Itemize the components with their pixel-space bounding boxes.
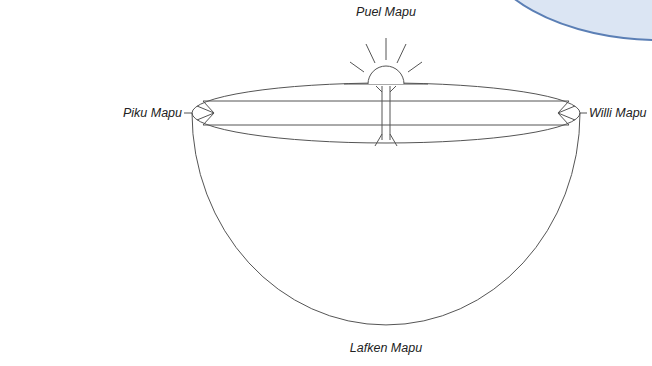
band-end xyxy=(558,101,575,125)
realm-label: Piku Mapu xyxy=(123,106,182,121)
sun-ray xyxy=(366,44,375,63)
corner-shape xyxy=(480,0,652,40)
pillar-line xyxy=(382,86,383,140)
pillar-flare xyxy=(375,86,397,146)
sun-ray xyxy=(386,38,387,60)
leader-line xyxy=(580,113,587,114)
pillar-line xyxy=(390,86,391,140)
sun xyxy=(368,66,404,84)
band-line xyxy=(203,101,569,102)
realm-label: Willi Mapu xyxy=(589,106,647,121)
sun-ray xyxy=(350,62,364,72)
band-end xyxy=(197,101,214,125)
hemisphere-bowl xyxy=(192,113,580,325)
band-line xyxy=(203,125,569,126)
earth-disc xyxy=(192,83,580,143)
realm-label: Puel Mapu xyxy=(356,5,416,20)
realm-label: Lafken Mapu xyxy=(350,341,422,356)
sun-ray xyxy=(397,44,406,63)
leader-line xyxy=(184,113,192,114)
sun-ray xyxy=(408,62,422,72)
